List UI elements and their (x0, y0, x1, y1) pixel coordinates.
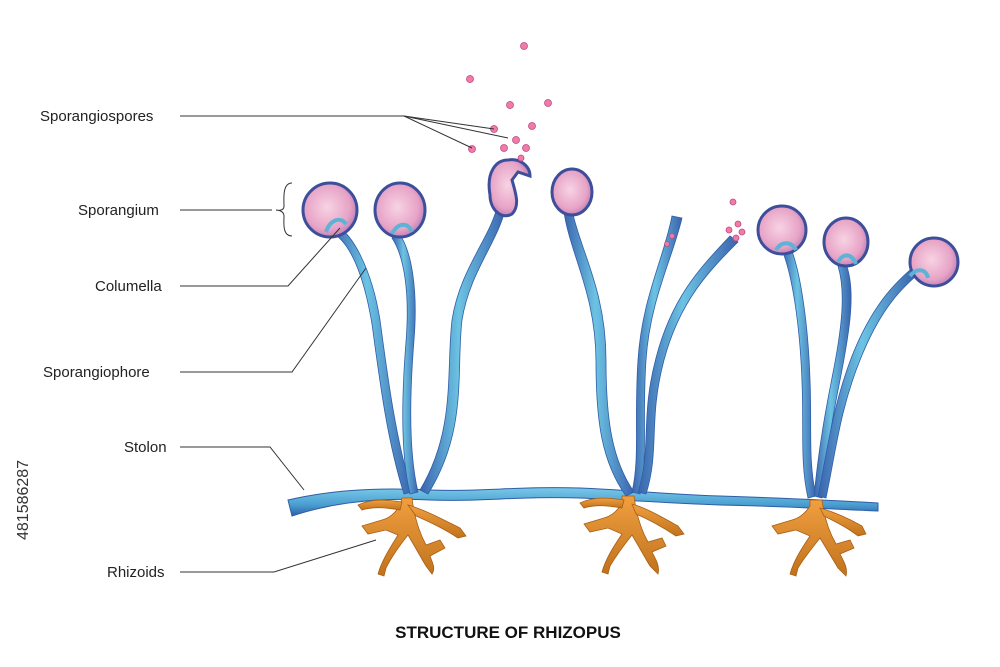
sporangium-2 (373, 181, 427, 239)
sporangiophores (329, 202, 917, 499)
sporangiophore-1 (329, 225, 413, 495)
sporangium-5 (756, 204, 808, 256)
sporangiophore-2 (391, 231, 419, 495)
sporangium-4 (550, 167, 594, 217)
rhizoid-cluster-3 (771, 499, 867, 577)
columella (324, 217, 348, 233)
diagram-title: STRUCTURE OF RHIZOPUS (395, 623, 621, 642)
sporangiophore-6 (637, 235, 739, 495)
sporangiophore-7 (781, 245, 817, 499)
label-sporangiophore: Sporangiophore (43, 364, 150, 381)
sporangiophore-3 (419, 202, 507, 495)
label-sporangium: Sporangium (78, 202, 159, 219)
sporangiophore-5 (631, 215, 683, 495)
label-stolon: Stolon (124, 439, 167, 456)
stock-id: 481586287 (15, 460, 32, 540)
sporangiophore-8 (813, 263, 852, 499)
label-sporangiospores: Sporangiospores (40, 108, 153, 125)
sporangiophore-4 (563, 209, 635, 497)
rhizoid-cluster-1 (357, 497, 467, 577)
label-rhizoids: Rhizoids (107, 564, 165, 581)
stolon (287, 487, 879, 517)
sporangium-3-open (487, 158, 532, 218)
label-columella: Columella (95, 278, 162, 295)
sporangium-1 (301, 181, 359, 239)
sporangium-6 (822, 216, 870, 268)
sporangiophore-9 (817, 269, 917, 499)
sporangia (301, 158, 960, 288)
sporangium-7 (908, 236, 960, 288)
rhizoid-cluster-2 (579, 495, 685, 575)
leader-lines (180, 115, 509, 573)
